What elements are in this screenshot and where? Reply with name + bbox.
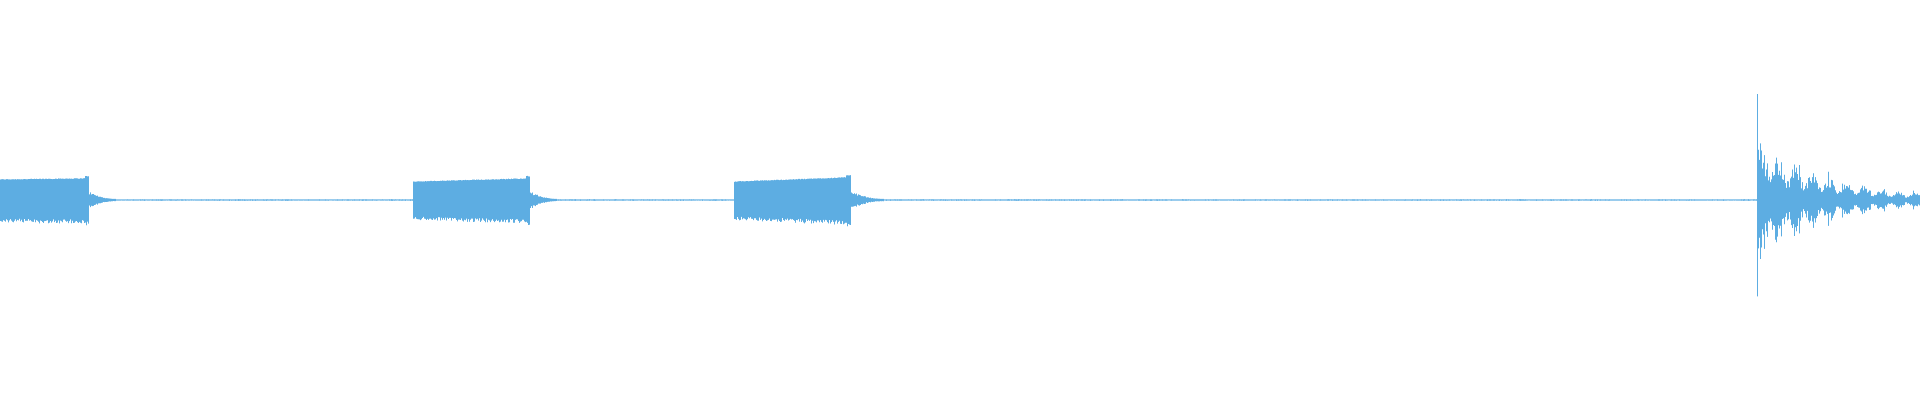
waveform-samples [0, 93, 1920, 297]
